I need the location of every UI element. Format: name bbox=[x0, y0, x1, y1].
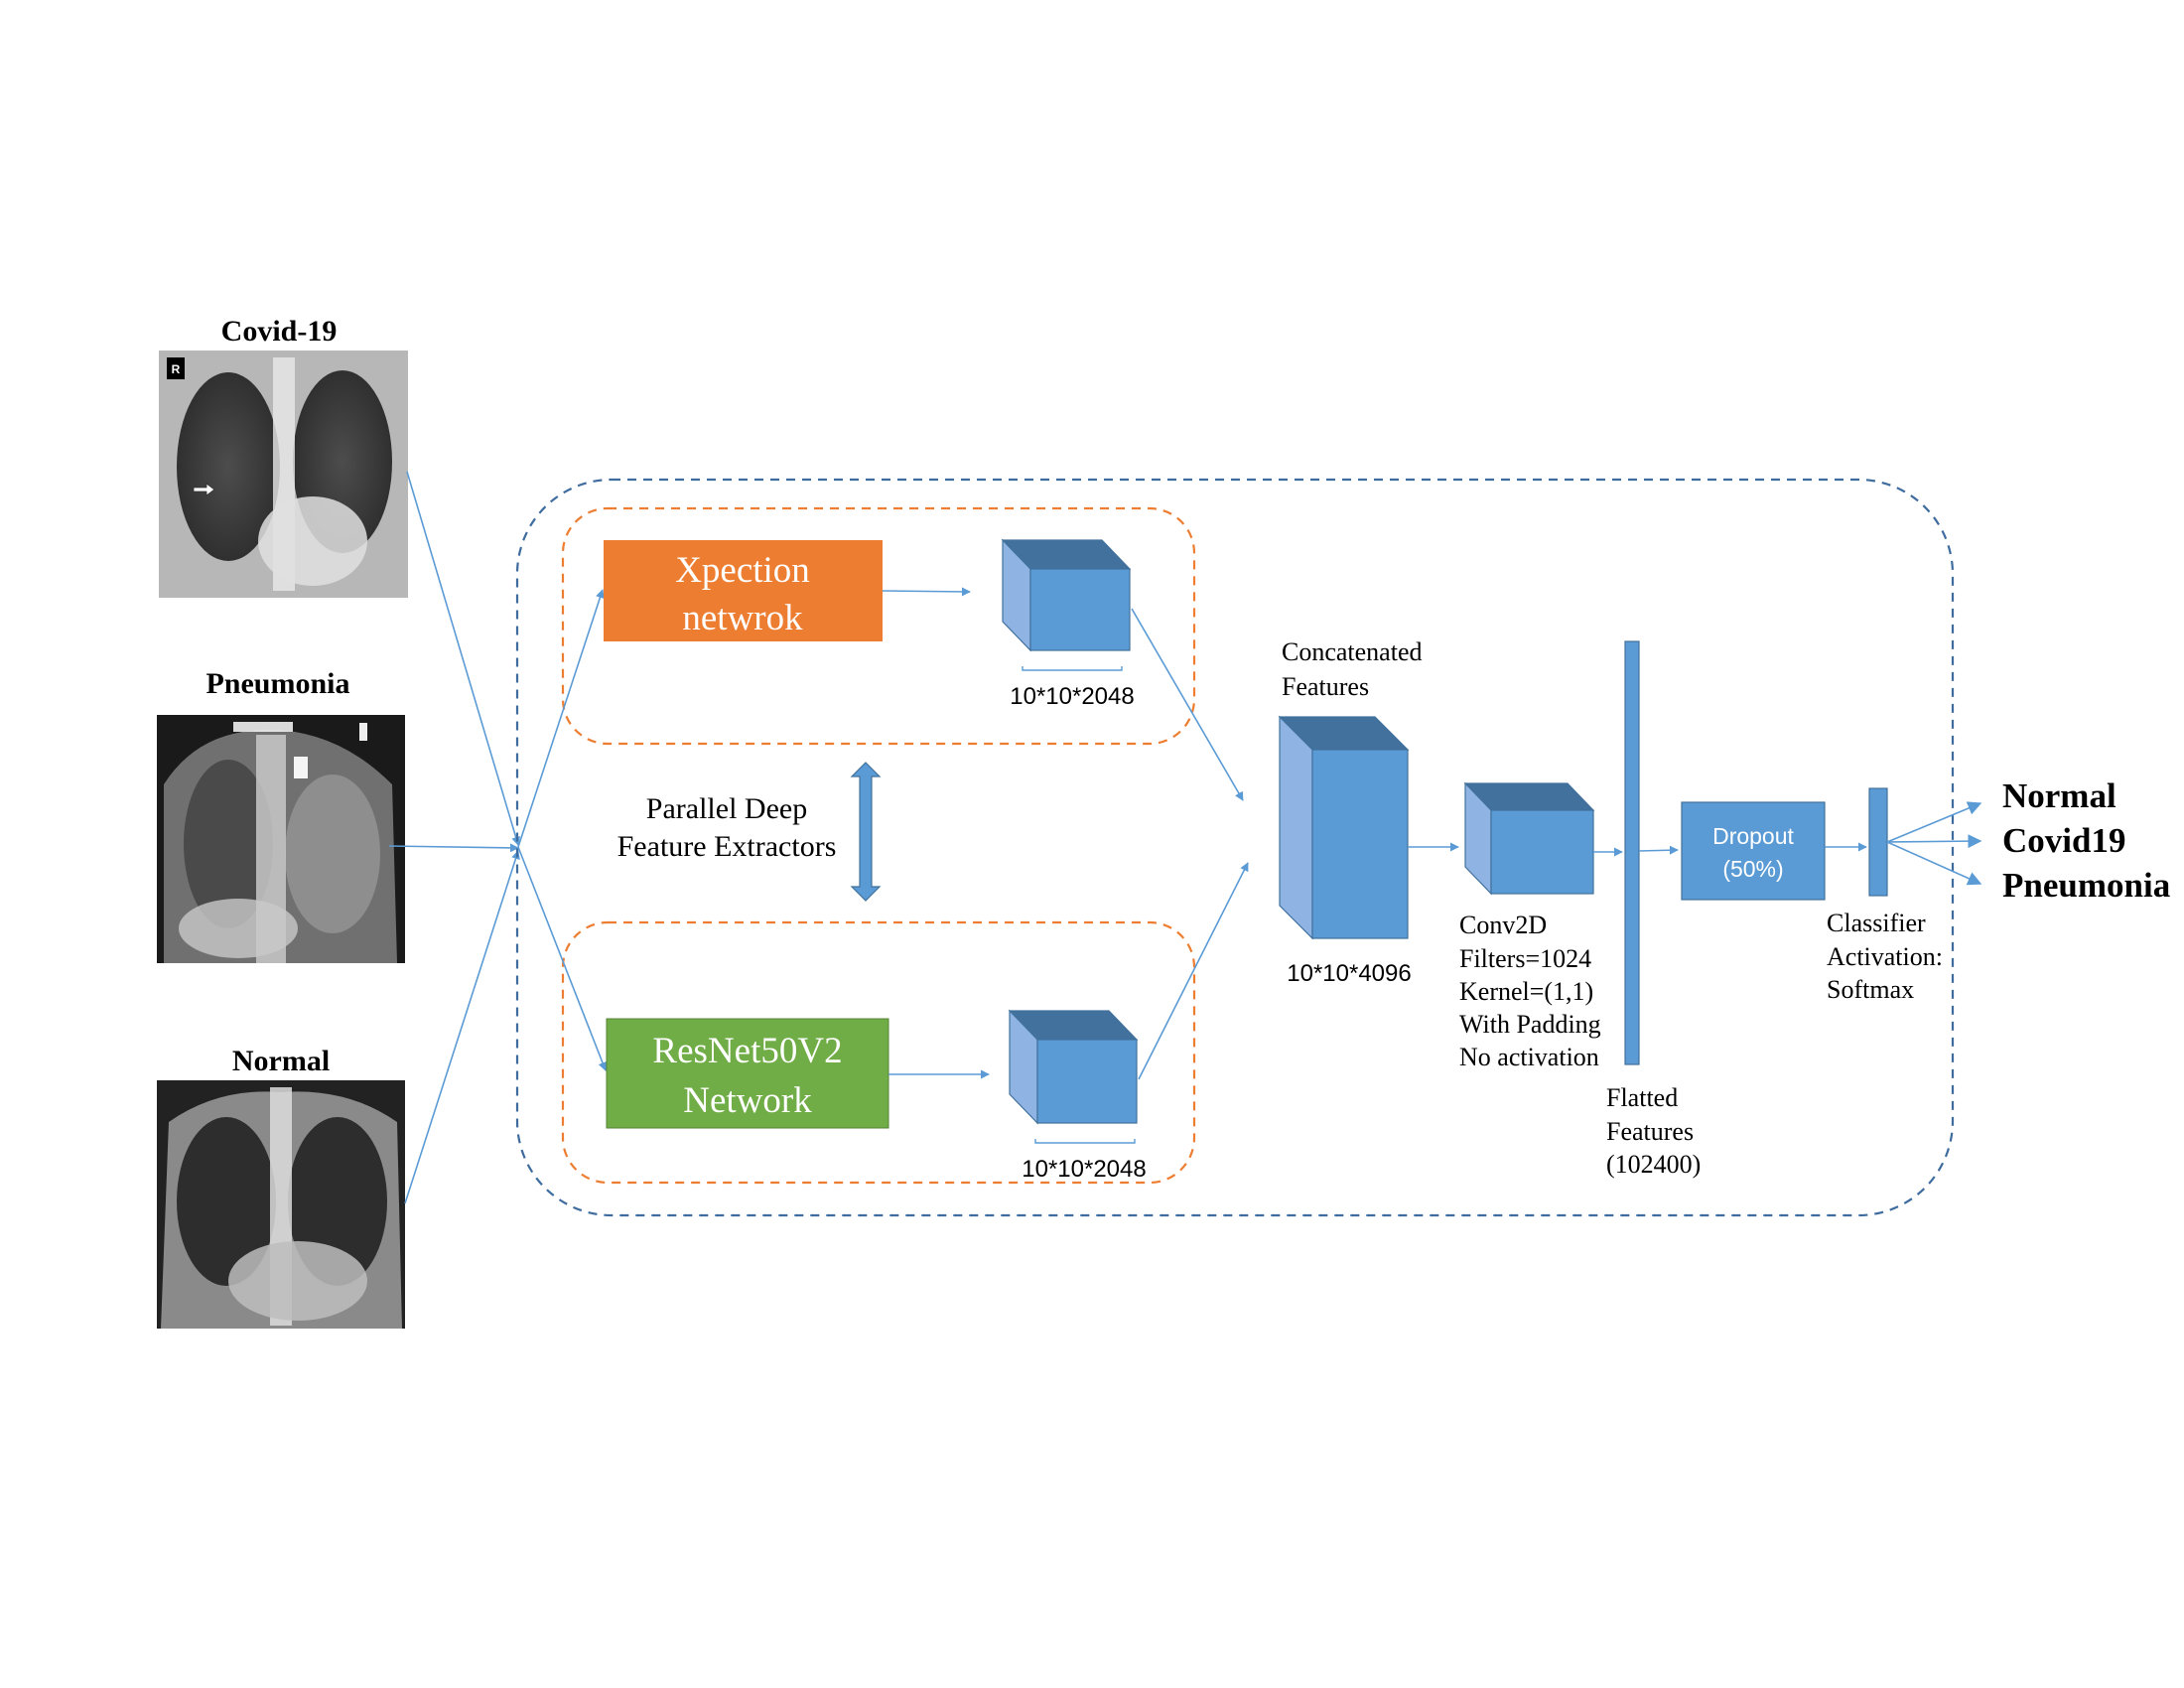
concat-input-arrows bbox=[1131, 608, 1249, 1080]
input-arrows bbox=[388, 471, 521, 1204]
conv-label-line3: Kernel=(1,1) bbox=[1459, 977, 1593, 1006]
output-label-covid19: Covid19 bbox=[2002, 821, 2125, 860]
xray-image-normal bbox=[157, 1080, 405, 1329]
output-label-pneumonia: Pneumonia bbox=[2002, 866, 2170, 905]
classifier-label-line2: Activation: bbox=[1827, 942, 1943, 971]
conv-label-line1: Conv2D bbox=[1459, 911, 1547, 939]
resnet-container bbox=[561, 920, 1196, 1185]
concat-label-line1: Concatenated bbox=[1282, 637, 1423, 666]
parallel-label-line1: Parallel Deep bbox=[646, 792, 807, 825]
parallel-label-line2: Feature Extractors bbox=[617, 830, 837, 863]
dropout-label-line2: (50%) bbox=[1722, 856, 1783, 882]
conv2d-cube bbox=[1463, 781, 1595, 896]
classifier-label-line1: Classifier bbox=[1827, 909, 1926, 937]
xception-network-box bbox=[604, 540, 883, 641]
xray-marker-r: R bbox=[172, 362, 181, 376]
xray-image-covid: R bbox=[159, 351, 408, 598]
conv-label-line4: With Padding bbox=[1459, 1010, 1601, 1039]
xception-container bbox=[561, 506, 1196, 746]
xception-dims-bracket bbox=[1022, 666, 1123, 671]
concat-dims-label: 10*10*4096 bbox=[1287, 960, 1411, 987]
resnet-feature-cube bbox=[1008, 1009, 1139, 1125]
resnet-dims-bracket bbox=[1034, 1139, 1136, 1144]
concat-label-line2: Features bbox=[1282, 672, 1369, 701]
xception-label-line2: netwrok bbox=[682, 598, 803, 638]
input-label-pneumonia: Pneumonia bbox=[205, 667, 349, 700]
xception-label-line1: Xpection bbox=[675, 550, 810, 591]
resnet-network-box bbox=[606, 1018, 889, 1129]
xray-image-pneumonia bbox=[157, 715, 405, 963]
concat-feature-cube bbox=[1278, 715, 1410, 940]
resnet-label-line2: Network bbox=[683, 1080, 812, 1121]
split-arrows bbox=[517, 589, 608, 1071]
flatten-layer-bar bbox=[1624, 640, 1640, 1065]
flatten-to-dropout-arrow bbox=[1638, 845, 1679, 855]
conv-label-line2: Filters=1024 bbox=[1459, 944, 1591, 973]
xception-feature-cube bbox=[1001, 538, 1132, 652]
flatten-label-line1: Flatted bbox=[1606, 1083, 1678, 1112]
classifier-layer-bar bbox=[1868, 787, 1888, 897]
input-label-covid: Covid-19 bbox=[221, 315, 338, 348]
input-label-normal: Normal bbox=[232, 1045, 330, 1077]
flatten-label-line2: Features bbox=[1606, 1117, 1694, 1146]
classifier-label-line3: Softmax bbox=[1827, 975, 1914, 1004]
conv-label-line5: No activation bbox=[1459, 1043, 1599, 1071]
resnet-dims-label: 10*10*2048 bbox=[1022, 1156, 1146, 1183]
dropout-label-line1: Dropout bbox=[1712, 823, 1794, 849]
extractor-output-arrows bbox=[882, 587, 990, 1079]
output-arrows bbox=[1886, 801, 1982, 886]
resnet-label-line1: ResNet50V2 bbox=[652, 1031, 842, 1071]
dropout-box bbox=[1681, 801, 1826, 901]
xception-dims-label: 10*10*2048 bbox=[1010, 683, 1134, 710]
model-container bbox=[515, 478, 1955, 1217]
parallel-double-arrow-icon bbox=[850, 762, 882, 902]
output-label-normal: Normal bbox=[2002, 776, 2116, 815]
flatten-label-line3: (102400) bbox=[1606, 1150, 1701, 1179]
